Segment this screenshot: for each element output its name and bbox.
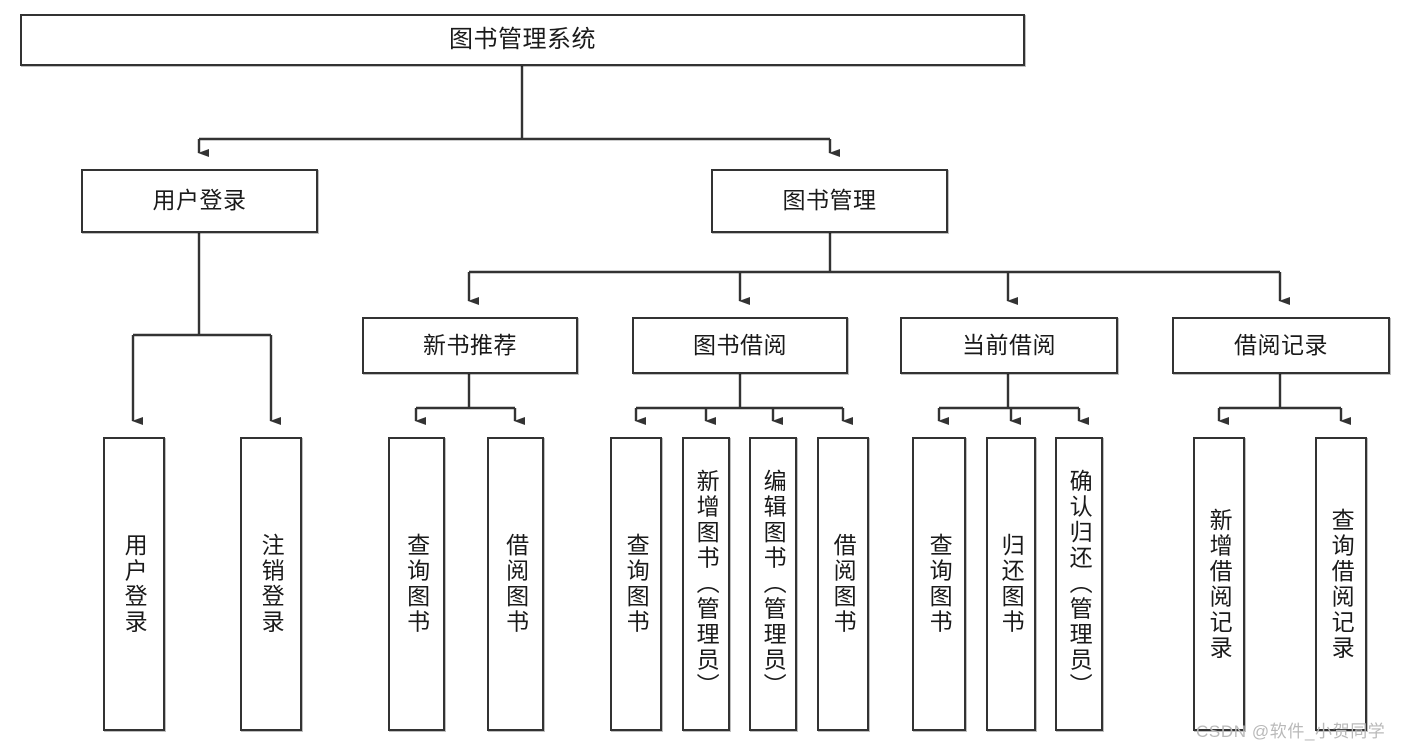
node-borrow-record[interactable]: 借阅记录 [1172, 317, 1390, 374]
node-leaf-query-book-3-label: 查询图书 [926, 533, 953, 635]
node-leaf-edit-book-admin[interactable]: 编辑图书（管理员） [749, 437, 797, 731]
node-current-borrow-label: 当前借阅 [962, 331, 1056, 358]
node-leaf-confirm-return-admin-label: 确认归还（管理员） [1066, 469, 1093, 699]
node-leaf-borrow-book-2[interactable]: 借阅图书 [817, 437, 869, 731]
node-borrow-record-label: 借阅记录 [1234, 331, 1328, 358]
node-leaf-query-book-1[interactable]: 查询图书 [388, 437, 445, 731]
node-book-borrow-label: 图书借阅 [693, 331, 787, 358]
node-leaf-add-borrow-record[interactable]: 新增借阅记录 [1193, 437, 1245, 731]
node-new-book-recommend-label: 新书推荐 [423, 331, 517, 358]
node-book-manage[interactable]: 图书管理 [711, 169, 948, 233]
node-user-login[interactable]: 用户登录 [81, 169, 318, 233]
node-leaf-user-login-label: 用户登录 [121, 533, 148, 635]
node-leaf-borrow-book-2-label: 借阅图书 [830, 533, 857, 635]
node-leaf-add-book-admin-label: 新增图书（管理员） [693, 469, 720, 699]
node-leaf-query-book-2[interactable]: 查询图书 [610, 437, 662, 731]
node-leaf-return-book-label: 归还图书 [998, 533, 1025, 635]
node-leaf-query-borrow-record-label: 查询借阅记录 [1328, 507, 1355, 661]
node-leaf-query-borrow-record[interactable]: 查询借阅记录 [1315, 437, 1367, 731]
node-new-book-recommend[interactable]: 新书推荐 [362, 317, 578, 374]
node-book-borrow[interactable]: 图书借阅 [632, 317, 848, 374]
node-leaf-user-login[interactable]: 用户登录 [103, 437, 165, 731]
node-leaf-query-book-1-label: 查询图书 [403, 533, 430, 635]
node-leaf-confirm-return-admin[interactable]: 确认归还（管理员） [1055, 437, 1103, 731]
node-leaf-borrow-book-1[interactable]: 借阅图书 [487, 437, 544, 731]
node-leaf-add-book-admin[interactable]: 新增图书（管理员） [682, 437, 730, 731]
node-leaf-user-logout-label: 注销登录 [258, 533, 285, 635]
node-leaf-borrow-book-1-label: 借阅图书 [502, 533, 529, 635]
node-leaf-add-borrow-record-label: 新增借阅记录 [1206, 507, 1233, 661]
node-root[interactable]: 图书管理系统 [20, 14, 1025, 66]
node-leaf-user-logout[interactable]: 注销登录 [240, 437, 302, 731]
node-current-borrow[interactable]: 当前借阅 [900, 317, 1118, 374]
node-root-label: 图书管理系统 [449, 25, 596, 53]
node-leaf-query-book-2-label: 查询图书 [623, 533, 650, 635]
node-book-manage-label: 图书管理 [782, 187, 877, 214]
node-leaf-edit-book-admin-label: 编辑图书（管理员） [760, 469, 787, 699]
node-user-login-label: 用户登录 [152, 187, 247, 214]
csdn-watermark: CSDN @软件_小贺同学 [1196, 722, 1386, 741]
node-leaf-query-book-3[interactable]: 查询图书 [912, 437, 966, 731]
node-leaf-return-book[interactable]: 归还图书 [986, 437, 1036, 731]
